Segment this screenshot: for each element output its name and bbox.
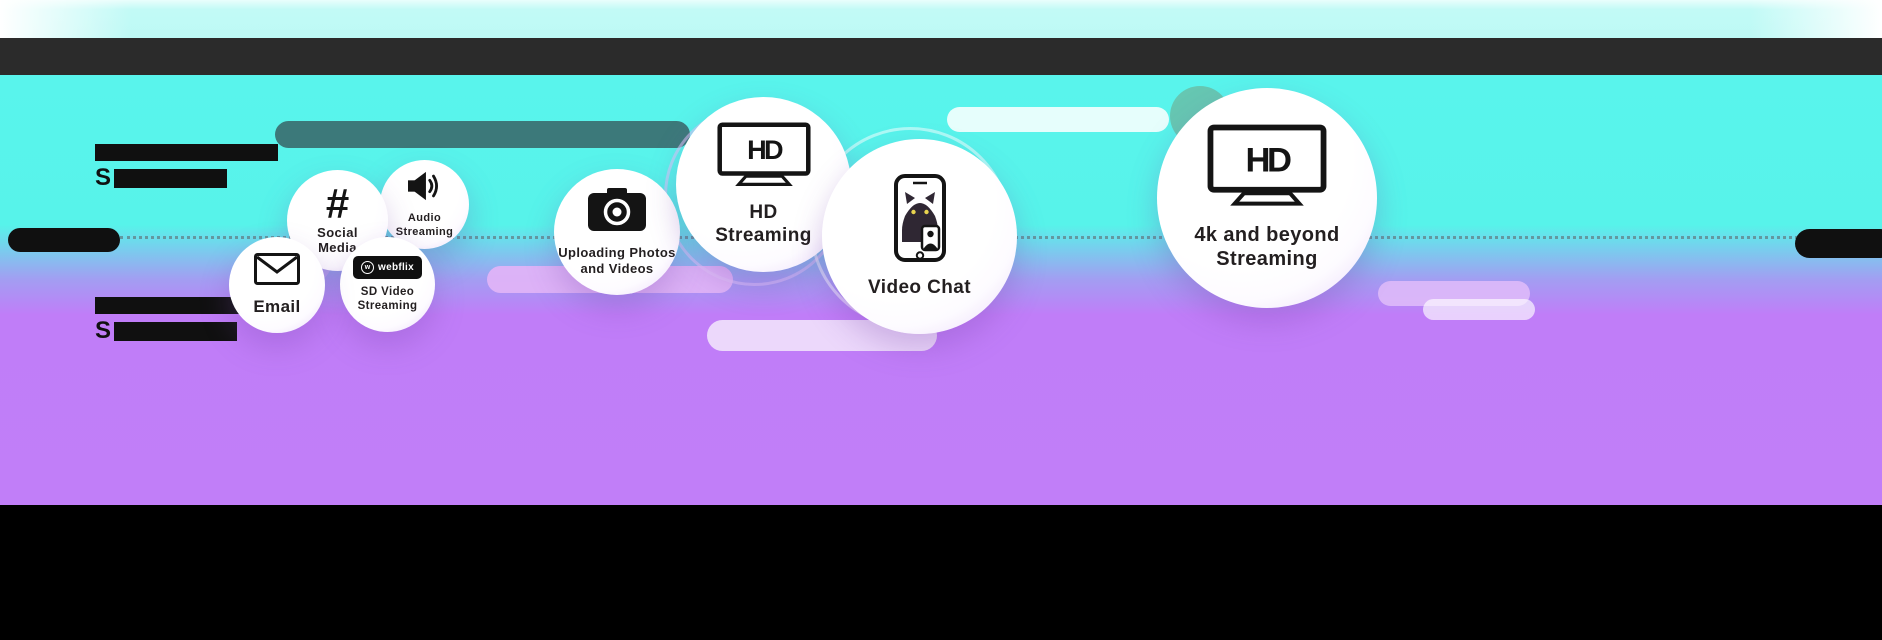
bubble-label: Email — [253, 296, 301, 316]
bubble-label: SD Video Streaming — [357, 285, 418, 312]
webflix-logo: w webflix — [353, 255, 422, 279]
svg-text:HD: HD — [747, 134, 783, 165]
decor-pill-white-top — [947, 107, 1169, 132]
bubble-email: Email — [229, 237, 325, 333]
top-gradient-strip — [0, 0, 1882, 38]
hashtag-icon: # — [325, 179, 350, 227]
envelope-icon — [254, 252, 300, 290]
redacted-speed-label-right — [1795, 229, 1882, 258]
bubble-uploading-photos-videos: Uploading Photos and Videos — [554, 169, 680, 295]
bubble-sd-video-streaming: w webflix SD Video Streaming — [340, 237, 435, 332]
bubble-label: Audio Streaming — [395, 212, 454, 238]
video-chat-phone-icon — [893, 173, 946, 267]
svg-text:HD: HD — [1245, 142, 1291, 180]
redacted-text-bar — [114, 168, 228, 188]
redacted-text-bar — [95, 144, 278, 161]
redacted-heading-prefix: S — [95, 317, 112, 344]
hd-tv-icon: HD — [716, 122, 811, 194]
bubble-label: HD Streaming — [715, 201, 812, 246]
camera-icon — [588, 187, 646, 239]
hd-tv-icon: HD — [1207, 124, 1327, 214]
redacted-heading-top: S — [95, 144, 278, 190]
bubble-label: Uploading Photos and Videos — [558, 244, 676, 276]
bubble-4k-streaming: HD 4k and beyond Streaming — [1157, 88, 1377, 308]
redacted-heading-prefix: S — [95, 164, 112, 191]
redacted-speed-label-left — [8, 228, 120, 252]
webflix-logo-text: webflix — [378, 261, 414, 273]
decor-pill-dark-teal — [275, 121, 690, 148]
webflix-mark-icon: w — [361, 260, 374, 274]
bubble-video-chat: Video Chat — [822, 139, 1017, 334]
decor-pill-white-right — [1423, 299, 1535, 320]
speaker-icon — [407, 170, 442, 207]
top-dark-bar — [0, 38, 1882, 77]
bubble-label: Video Chat — [868, 276, 971, 298]
bubble-label: Social Media — [317, 224, 358, 256]
bubble-hd-streaming: HD HD Streaming — [676, 97, 851, 272]
bubble-audio-streaming: Audio Streaming — [380, 160, 469, 249]
footer-black-bar — [0, 505, 1882, 640]
redacted-text-bar — [114, 321, 238, 341]
bubble-label: 4k and beyond Streaming — [1194, 223, 1340, 271]
